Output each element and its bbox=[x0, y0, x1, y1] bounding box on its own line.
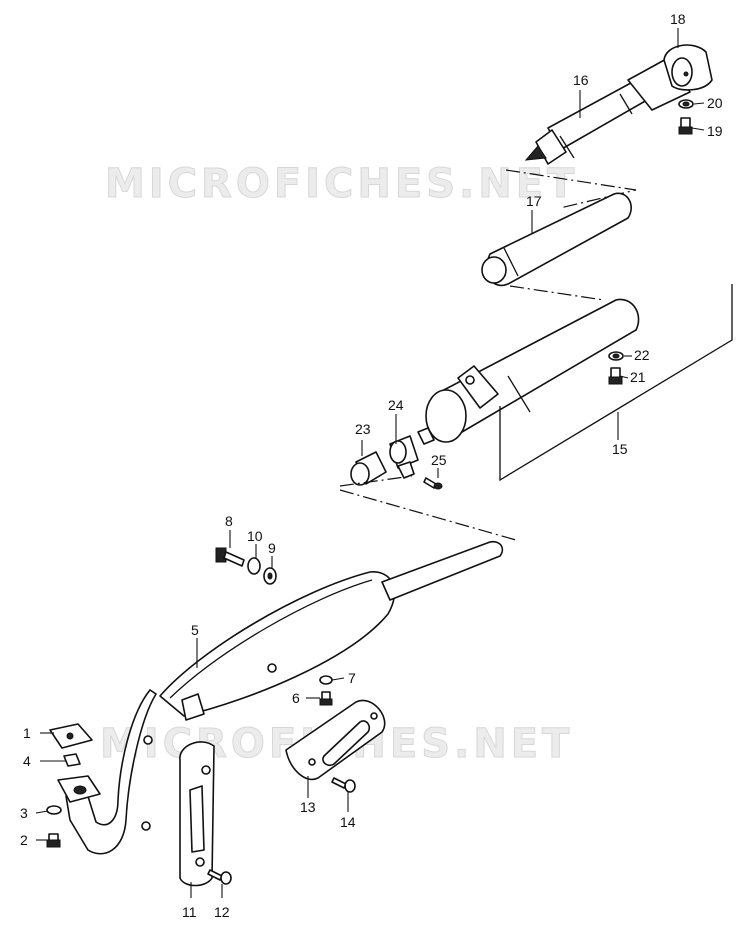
callout-6: 6 bbox=[292, 690, 300, 706]
callout-4: 4 bbox=[23, 753, 31, 769]
washer-20-hole bbox=[682, 101, 690, 107]
leader-lines bbox=[35, 28, 705, 898]
callout-16: 16 bbox=[573, 72, 589, 88]
callout-2: 2 bbox=[20, 832, 28, 848]
callout-17: 17 bbox=[526, 193, 542, 209]
callout-14: 14 bbox=[340, 814, 356, 830]
expansion-chamber-5 bbox=[65, 540, 504, 855]
alignment-line-16-17 bbox=[505, 169, 637, 209]
screw-12 bbox=[207, 869, 232, 885]
watermark-top: MICROFICHES.NET bbox=[105, 161, 578, 207]
bolt-19 bbox=[678, 117, 693, 135]
callout-3: 3 bbox=[20, 805, 28, 821]
callout-numbers: 1 4 3 2 5 6 7 8 10 9 11 12 13 14 15 16 1… bbox=[20, 11, 723, 920]
callout-11: 11 bbox=[182, 904, 197, 920]
nut-3 bbox=[46, 805, 62, 815]
group-bracket-15 bbox=[499, 284, 733, 482]
bolt-8 bbox=[215, 547, 245, 567]
inner-pipe-17 bbox=[481, 192, 632, 287]
exhaust-flange-port bbox=[73, 785, 87, 795]
heat-shield-11 bbox=[179, 741, 215, 887]
end-cap-18 bbox=[663, 44, 713, 91]
callout-1: 1 bbox=[23, 725, 31, 741]
tail-pipe-16 bbox=[524, 57, 691, 165]
screw-14 bbox=[331, 777, 356, 793]
callout-13: 13 bbox=[300, 799, 316, 815]
muffler-15 bbox=[417, 298, 640, 445]
alignment-line-23 bbox=[339, 475, 413, 487]
bolt-21 bbox=[608, 367, 623, 385]
alignment-line-to-pipe bbox=[339, 489, 517, 541]
callout-18: 18 bbox=[670, 11, 686, 27]
callout-7: 7 bbox=[348, 670, 356, 686]
callout-19: 19 bbox=[707, 123, 723, 139]
screw-25 bbox=[423, 477, 443, 490]
washer-22-hole bbox=[612, 353, 620, 359]
callout-9: 9 bbox=[268, 540, 276, 556]
callout-24: 24 bbox=[388, 397, 404, 413]
gasket-1-hole bbox=[66, 732, 74, 740]
callout-5: 5 bbox=[191, 622, 199, 638]
callout-21: 21 bbox=[630, 369, 646, 385]
gasket-23 bbox=[350, 451, 387, 486]
callout-10: 10 bbox=[247, 528, 263, 544]
callout-12: 12 bbox=[214, 904, 230, 920]
heat-shield-13 bbox=[285, 699, 386, 781]
bolt-6 bbox=[319, 691, 333, 706]
callout-23: 23 bbox=[355, 421, 371, 437]
seal-4 bbox=[63, 753, 81, 767]
callout-15: 15 bbox=[612, 441, 628, 457]
callout-22: 22 bbox=[634, 347, 650, 363]
clamp-24 bbox=[389, 435, 419, 479]
bolt-2 bbox=[46, 833, 61, 848]
washer-9-hole bbox=[267, 572, 273, 580]
callout-8: 8 bbox=[225, 513, 233, 529]
washer-10 bbox=[247, 557, 261, 575]
alignment-line-17-15 bbox=[509, 285, 605, 301]
callout-25: 25 bbox=[431, 452, 447, 468]
nut-7 bbox=[319, 675, 333, 685]
callout-20: 20 bbox=[707, 95, 723, 111]
